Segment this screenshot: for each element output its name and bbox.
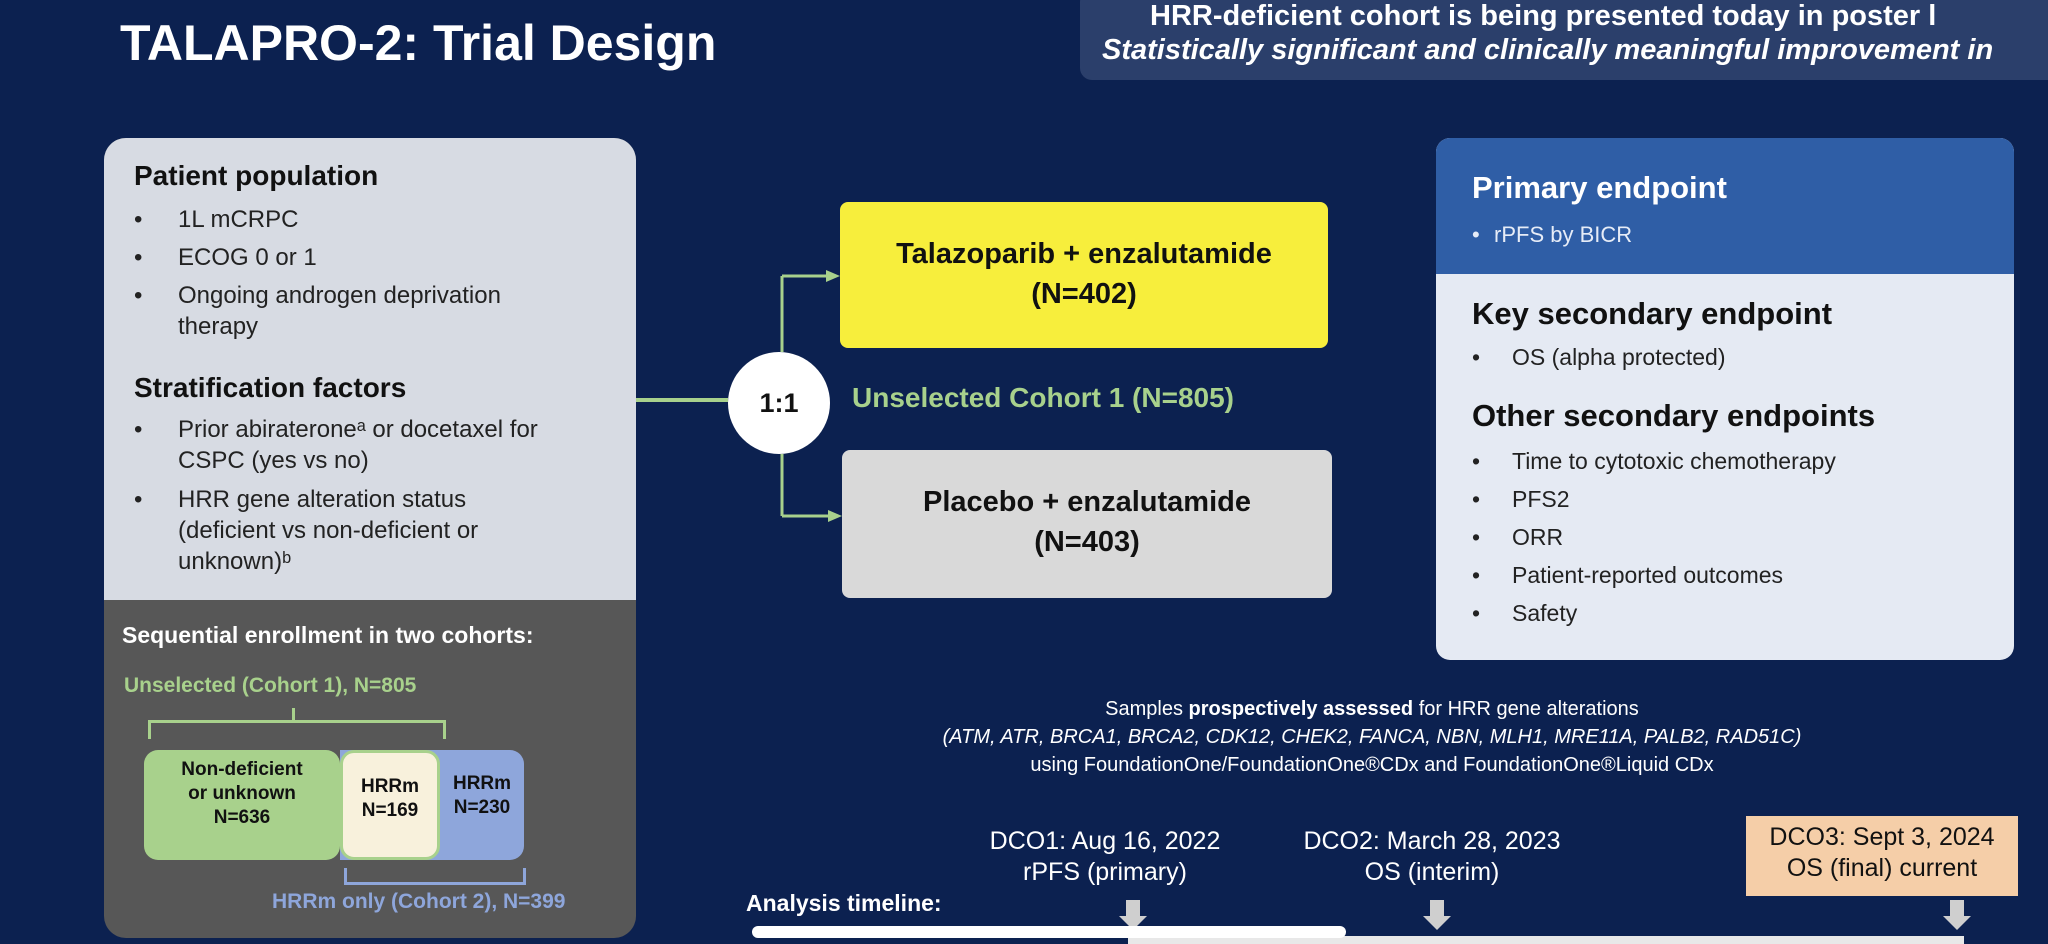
- primary-endpoint-box: Primary endpoint •rPFS by BICR: [1436, 138, 2014, 274]
- cohort2-label: HRRm only (Cohort 2), N=399: [272, 890, 566, 913]
- dco3-arrow-icon: [1943, 900, 1971, 930]
- eligibility-panel: Patient population •1L mCRPC •ECOG 0 or …: [104, 138, 636, 938]
- dco1-arrow-icon: [1119, 900, 1147, 930]
- slide-title: TALAPRO-2: Trial Design: [120, 15, 717, 71]
- other-secondary-heading: Other secondary endpoints: [1472, 398, 1876, 433]
- samples-line-1: Samples prospectively assessed for HRR g…: [1105, 698, 1639, 720]
- analysis-timeline-label: Analysis timeline:: [746, 890, 942, 916]
- eligibility-criteria: Patient population •1L mCRPC •ECOG 0 or …: [104, 138, 636, 600]
- announcement-banner: HRR-deficient cohort is being presented …: [1080, 0, 2048, 80]
- banner-line-2: Statistically significant and clinically…: [1102, 34, 1994, 66]
- cohort1-label: Unselected (Cohort 1), N=805: [124, 674, 417, 697]
- cohort1-bracket-tick: [292, 708, 295, 720]
- endpoints-panel: Primary endpoint •rPFS by BICR Key secon…: [1436, 138, 2014, 660]
- sequential-enrollment-heading: Sequential enrollment in two cohorts:: [122, 622, 534, 648]
- arm-talazoparib: Talazoparib + enzalutamide (N=402): [840, 202, 1328, 348]
- cohort1-bracket: [148, 720, 446, 739]
- banner-line-1: HRR-deficient cohort is being presented …: [1150, 0, 1937, 32]
- primary-endpoint-heading: Primary endpoint: [1472, 170, 1727, 205]
- patient-population-heading: Patient population: [134, 160, 379, 191]
- cohort1-randomized-label: Unselected Cohort 1 (N=805): [852, 382, 1234, 413]
- stratification-heading: Stratification factors: [134, 372, 407, 403]
- nondeficient-box: Non-deficient or unknown N=636: [144, 750, 340, 860]
- samples-assay: using FoundationOne/FoundationOne®CDx an…: [1030, 754, 1714, 776]
- dco2-arrow-icon: [1423, 900, 1451, 930]
- randomization-ratio: 1:1: [728, 352, 830, 454]
- hrrm-box-cohort1: HRRm N=169: [340, 750, 440, 860]
- key-secondary-heading: Key secondary endpoint: [1472, 296, 1833, 331]
- cohort2-bracket: [344, 868, 526, 885]
- arm-placebo: Placebo + enzalutamide (N=403): [842, 450, 1332, 598]
- hrrm-box-cohort2: HRRm N=230: [452, 773, 512, 818]
- horizontal-scrollbar[interactable]: [752, 926, 1346, 938]
- samples-gene-list: (ATM, ATR, BRCA1, BRCA2, CDK12, CHEK2, F…: [942, 726, 1802, 748]
- timeline-bar: [1128, 936, 1964, 944]
